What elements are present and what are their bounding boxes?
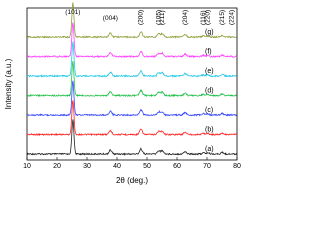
series-line: [26, 60, 238, 98]
x-tick-label: 60: [173, 163, 181, 170]
x-tick-label: 10: [23, 163, 31, 170]
series-line: [26, 100, 238, 137]
x-tick-label: 50: [143, 163, 151, 170]
series-traces: [26, 2, 238, 156]
x-axis-ticks: 10 20 30 40 50 60 70 80: [23, 157, 241, 170]
series-label: (e): [205, 68, 214, 75]
series-label: (f): [205, 49, 212, 56]
x-axis-title: 2θ (deg.): [116, 176, 148, 185]
x-tick-label: 80: [233, 163, 241, 170]
peak-label: (211): [159, 10, 166, 25]
peak-label: (101): [65, 9, 80, 16]
series-line: [26, 41, 237, 78]
plot-frame: [26, 7, 238, 161]
x-tick-label: 70: [203, 163, 211, 170]
peak-labels: (101) (004) (200) (105)(211) (204) (116)(220)…: [65, 9, 235, 25]
x-tick-label: 20: [53, 163, 61, 170]
y-axis-title: Intensity (a.u.): [4, 58, 13, 109]
x-tick-label: 40: [113, 163, 121, 170]
peak-label: (224): [229, 10, 236, 25]
peak-label: (105): [155, 10, 162, 25]
peak-label: (004): [103, 15, 118, 22]
curve-labels: (a) (b) (c) (d) (e) (f) (g): [205, 29, 214, 153]
series-line: [26, 119, 238, 156]
series-label: (g): [205, 29, 214, 36]
series-label: (a): [205, 146, 214, 153]
x-tick-label: 30: [83, 163, 91, 170]
peak-label: (204): [182, 10, 189, 25]
series-line: [26, 2, 237, 39]
series-line: [26, 22, 238, 59]
series-label: (d): [205, 88, 214, 95]
peak-label: (200): [138, 10, 145, 25]
series-line: [26, 80, 238, 117]
series-label: (c): [205, 107, 213, 114]
peak-label: (215): [219, 10, 226, 25]
peak-label: (116): [200, 10, 207, 25]
series-label: (b): [205, 127, 214, 134]
peak-label: (220): [205, 10, 212, 25]
